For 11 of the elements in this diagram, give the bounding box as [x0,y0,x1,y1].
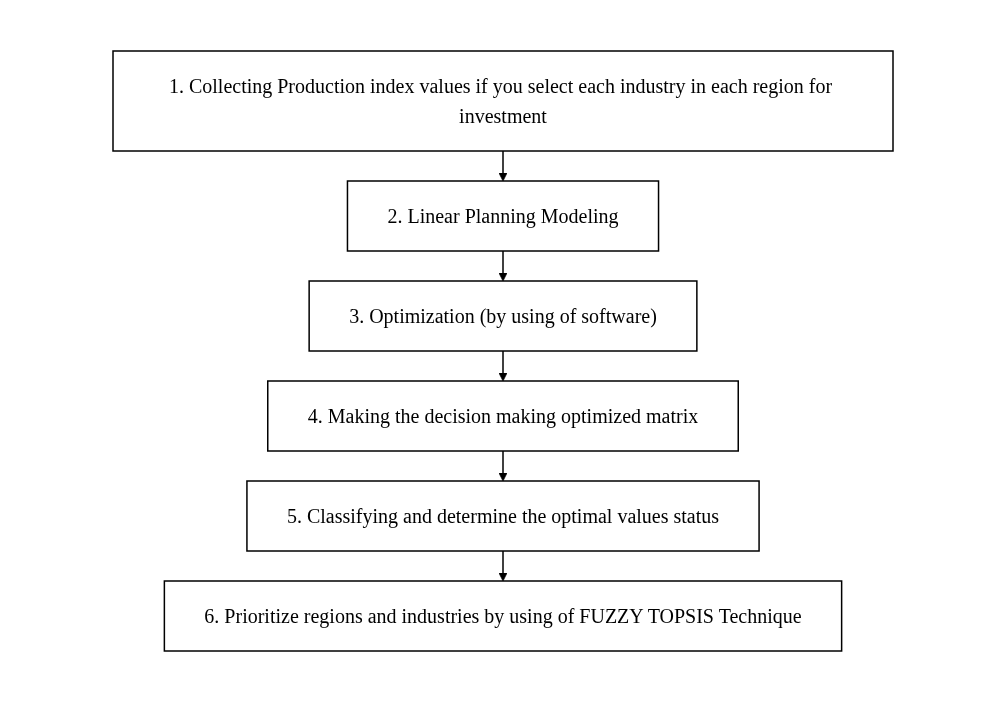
node-box: 4. Making the decision making optimized matrix [267,380,739,452]
node-box: 6. Prioritize regions and industries by using of FUZZY TOPSIS Technique [163,580,843,652]
node-box: 3. Optimization (by using of software) [308,280,698,352]
arrow [498,250,508,282]
arrow [498,350,508,382]
node-box: 1. Collecting Production index values if you select each industry in each region for investment [112,50,894,152]
arrow [498,550,508,582]
node-box: 2. Linear Planning Modeling [346,180,660,252]
node-box: 5. Classifying and determine the optimal values status [246,480,760,552]
arrow [498,150,508,182]
arrow [498,450,508,482]
